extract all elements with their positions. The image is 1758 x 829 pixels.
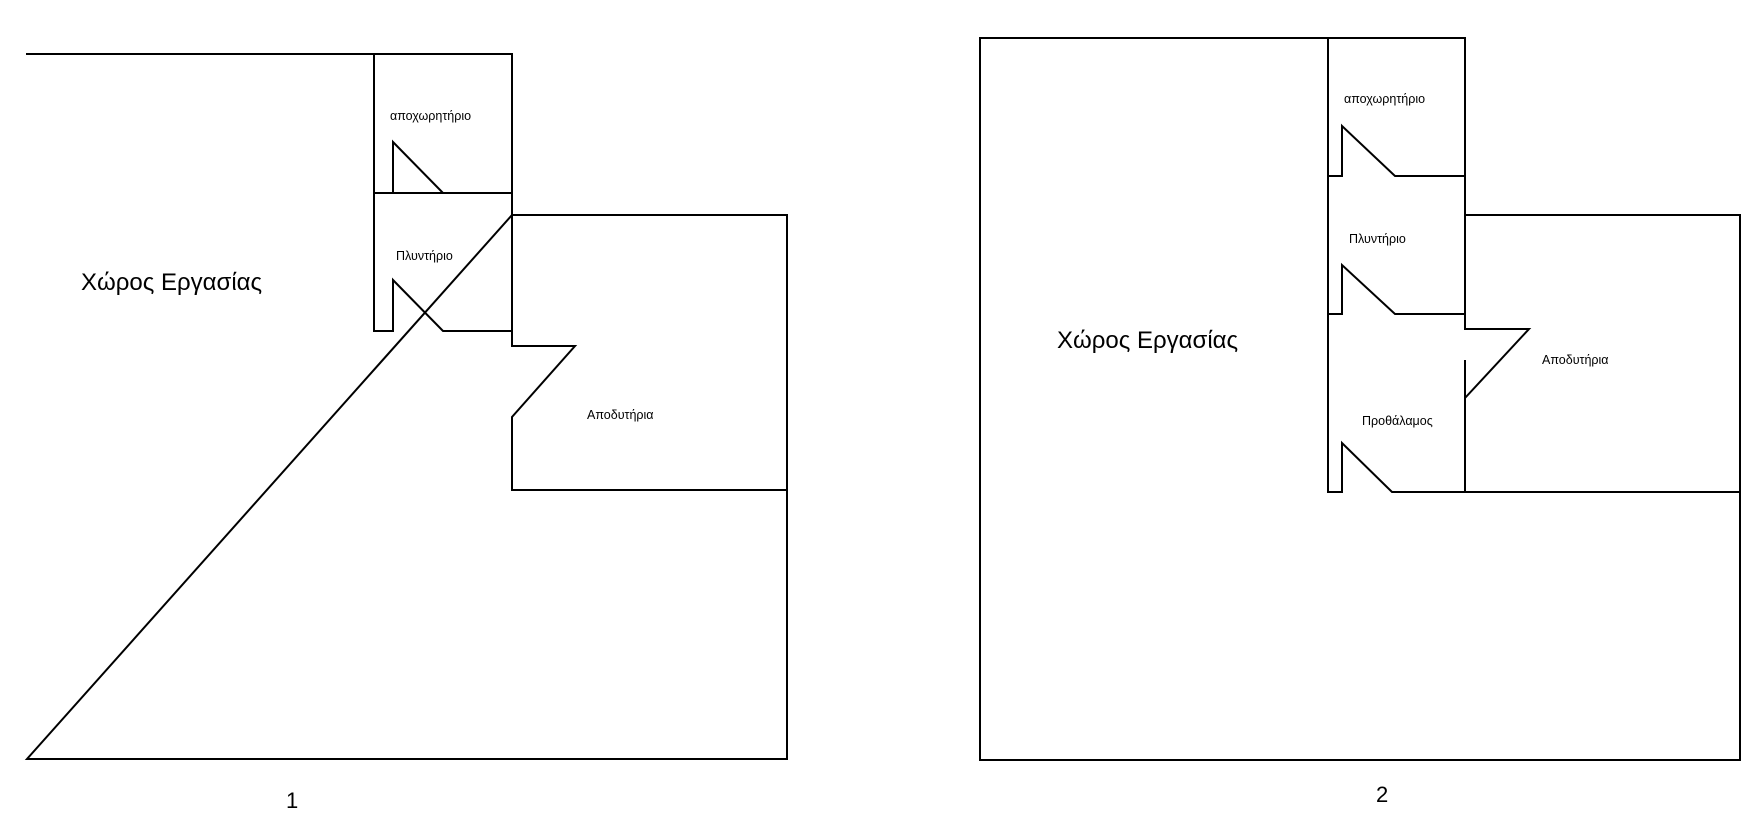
plan-2-changing-room-door [1464, 328, 1532, 493]
plan-1-laundry-door [373, 192, 513, 332]
plan-2-laundry-label: Πλυντήριο [1349, 232, 1406, 246]
plan-1-laundry-label: Πλυντήριο [396, 249, 453, 263]
plan-1-wc-door [373, 53, 513, 194]
plan-2-outer-wall [979, 37, 1741, 761]
plan-1-number: 1 [286, 788, 298, 813]
plan-1-work-area-label: Χώρος Εργασίας [81, 269, 262, 296]
plan-2-wc-label: αποχωρητήριο [1344, 92, 1425, 106]
plan-1-changing-room-wall [511, 345, 788, 491]
plan-2-work-area-label: Χώρος Εργασίας [1057, 327, 1238, 354]
plan-2-anteroom-door [1341, 440, 1741, 493]
plan-2-anteroom-label: Προθάλαμος [1362, 414, 1433, 428]
plan-1-changing-rooms-label: Αποδυτήρια [587, 408, 654, 422]
plan-2-changing-rooms-label: Αποδυτήρια [1542, 353, 1609, 367]
plan-2-wc-door [1327, 123, 1466, 177]
plan-1-wc-room-wall [373, 53, 513, 347]
plan-1-wc-label: αποχωρητήριο [390, 109, 471, 123]
plan-2-service-block-wall [1327, 37, 1343, 493]
floor-plan-2: Χώρος Εργασίας αποχωρητήριο Πλυντήριο Απ… [979, 37, 1741, 807]
plan-2-laundry-door [1327, 262, 1466, 315]
plan-2-number: 2 [1376, 782, 1388, 807]
plan-1-outer-wall [24, 53, 788, 760]
floor-plan-1: Χώρος Εργασίας αποχωρητήριο Πλυντήριο Απ… [24, 53, 788, 813]
